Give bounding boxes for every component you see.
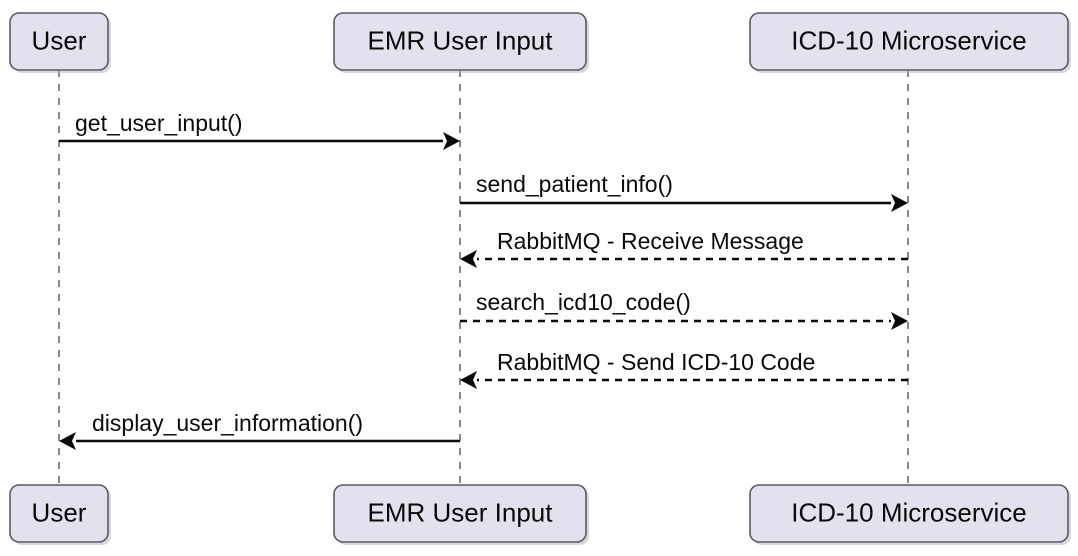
participant-label: ICD-10 Microservice [791, 25, 1027, 55]
message-arrowhead [460, 371, 477, 389]
message-arrowhead [891, 194, 908, 212]
message-6-emr-to-user[interactable]: display_user_information() [59, 410, 460, 450]
participant-box[interactable] [333, 484, 587, 543]
message-2-emr-to-icd10[interactable]: send_patient_info() [460, 171, 908, 212]
participant-box[interactable] [9, 484, 109, 543]
message-3-icd10-to-emr[interactable]: RabbitMQ - Receive Message [460, 228, 908, 268]
message-1-user-to-emr[interactable]: get_user_input() [59, 110, 460, 150]
participant-emr-top[interactable]: EMR User Input [333, 12, 589, 73]
participant-box[interactable] [9, 12, 109, 71]
message-label: send_patient_info() [476, 171, 673, 197]
message-4-emr-to-icd10[interactable]: search_icd10_code() [460, 289, 908, 330]
message-5-icd10-to-emr[interactable]: RabbitMQ - Send ICD-10 Code [460, 349, 908, 389]
participant-icd10-top[interactable]: ICD-10 Microservice [749, 12, 1071, 73]
participant-emr-bottom[interactable]: EMR User Input [333, 484, 589, 545]
messages-group: get_user_input() send_patient_info() Rabbi… [59, 110, 908, 450]
message-label: RabbitMQ - Receive Message [497, 228, 804, 254]
participant-user-bottom[interactable]: User [9, 484, 111, 545]
participant-box[interactable] [333, 12, 587, 71]
participant-label: EMR User Input [368, 25, 554, 55]
participant-box[interactable] [749, 484, 1069, 543]
message-label: search_icd10_code() [476, 289, 691, 315]
message-arrowhead [460, 250, 477, 268]
participant-label: User [32, 25, 87, 55]
participant-user-top[interactable]: User [9, 12, 111, 73]
participant-box[interactable] [749, 12, 1069, 71]
message-label: RabbitMQ - Send ICD-10 Code [497, 349, 815, 375]
participant-label: User [32, 497, 87, 527]
message-label: display_user_information() [92, 410, 363, 436]
participant-icd10-bottom[interactable]: ICD-10 Microservice [749, 484, 1071, 545]
participant-label: EMR User Input [368, 497, 554, 527]
message-label: get_user_input() [75, 110, 243, 136]
participant-label: ICD-10 Microservice [791, 497, 1027, 527]
message-arrowhead [443, 132, 460, 150]
message-arrowhead [891, 312, 908, 330]
message-arrowhead [59, 432, 76, 450]
